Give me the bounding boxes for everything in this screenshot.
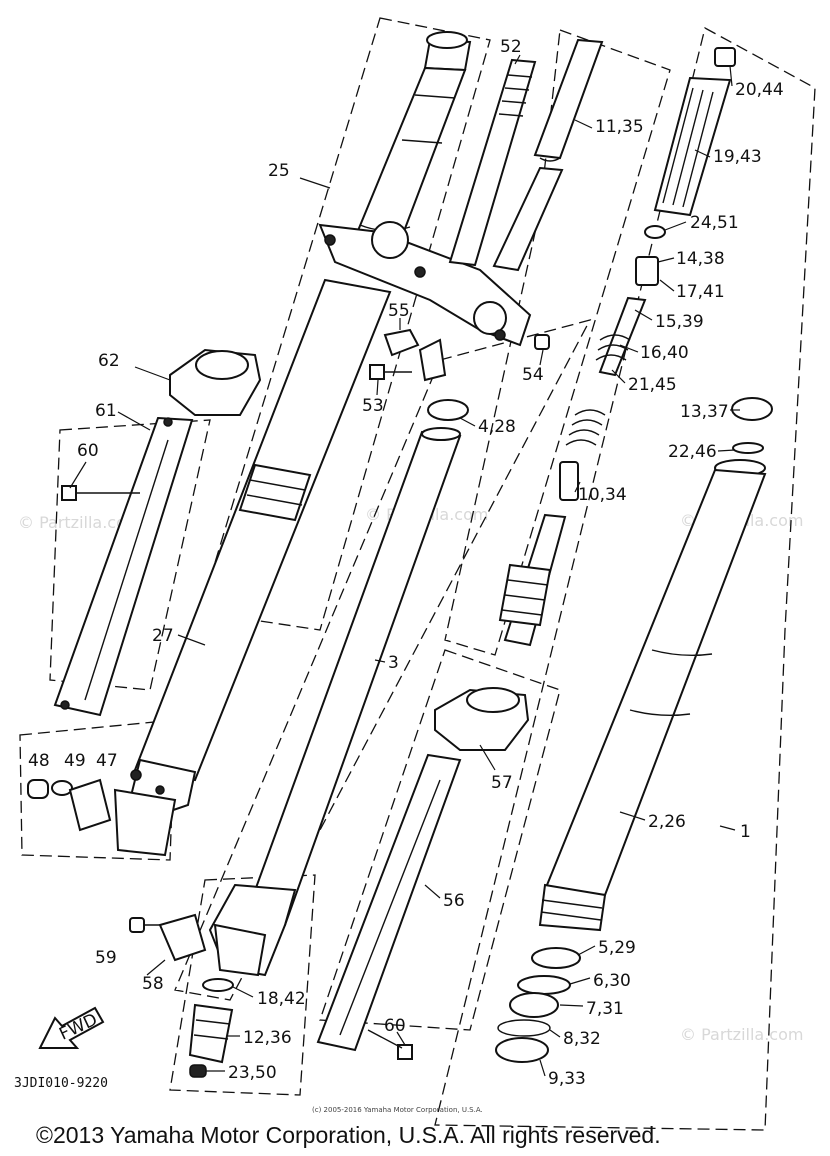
part-label: 16,40 xyxy=(640,343,689,363)
part-label: 6,30 xyxy=(593,971,631,991)
right-fork-assembly-outline xyxy=(434,27,816,1131)
fasteners xyxy=(27,328,550,1078)
part-label: 13,37 xyxy=(680,402,729,422)
part-label: 55 xyxy=(388,301,410,321)
leader-lines xyxy=(69,54,740,1077)
clamp-62 xyxy=(169,348,262,416)
fork-spring-19 xyxy=(653,47,736,217)
part-label: 52 xyxy=(500,37,522,57)
upper-bracket xyxy=(318,221,532,347)
part-label: 57 xyxy=(491,773,513,793)
damper-parts-right xyxy=(498,225,666,647)
outer-tube-25 xyxy=(348,31,472,257)
part-label: 53 xyxy=(362,396,384,416)
part-label: 15,39 xyxy=(655,312,704,332)
part-label: 9,33 xyxy=(548,1069,586,1089)
part-label: 60 xyxy=(384,1016,406,1036)
caliper-assembly-outline xyxy=(19,719,176,861)
fwd-arrow: FWD xyxy=(38,1006,105,1049)
part-label: 1 xyxy=(740,822,751,842)
copyright-notice: ©2013 Yamaha Motor Corporation, U.S.A. A… xyxy=(36,1122,661,1148)
part-label: 24,51 xyxy=(690,213,739,233)
part-label: 23,50 xyxy=(228,1063,277,1083)
part-label: 12,36 xyxy=(243,1028,292,1048)
clamp-57 xyxy=(434,687,530,751)
fine-print: (c) 2005-2016 Yamaha Motor Corporation, … xyxy=(312,1106,483,1114)
fork-tube-3 xyxy=(208,427,462,977)
part-label: 47 xyxy=(96,751,118,771)
part-label: 7,31 xyxy=(586,999,624,1019)
part-label: 54 xyxy=(522,365,544,385)
fork-boot-assembly-outline xyxy=(174,318,592,1001)
part-label: 61 xyxy=(95,401,117,421)
part-label: 60 xyxy=(77,441,99,461)
part-label: 62 xyxy=(98,351,120,371)
part-label: 10,34 xyxy=(578,485,627,505)
guard-56 xyxy=(316,753,462,1052)
part-label: 22,46 xyxy=(668,442,717,462)
guard-assembly-outline-right xyxy=(319,649,561,1031)
inner-tube-27 xyxy=(113,278,392,857)
watermark-left: © Partzilla.com xyxy=(18,513,141,532)
watermark-bottom-right: © Partzilla.com xyxy=(680,1025,803,1044)
part-label: 21,45 xyxy=(628,375,677,395)
diagram-code: 3JDI010-9220 xyxy=(14,1076,108,1091)
part-label: 20,44 xyxy=(735,80,784,100)
outer-fork-1 xyxy=(538,397,773,932)
part-label: 11,35 xyxy=(595,117,644,137)
part-label: 58 xyxy=(142,974,164,994)
part-label: 49 xyxy=(64,751,86,771)
part-label: 56 xyxy=(443,891,465,911)
part-label: 59 xyxy=(95,948,117,968)
part-label: 18,42 xyxy=(257,989,306,1009)
part-label: 25 xyxy=(268,161,290,181)
part-label: 14,38 xyxy=(676,249,725,269)
fork-spring-11 xyxy=(492,38,604,272)
part-label: 2,26 xyxy=(648,812,686,832)
part-label: 48 xyxy=(28,751,50,771)
part-label: 19,43 xyxy=(713,147,762,167)
part-label: 8,32 xyxy=(563,1029,601,1049)
part-label: 17,41 xyxy=(676,282,725,302)
fwd-label: FWD xyxy=(56,1010,100,1045)
part-label: 4,28 xyxy=(478,417,516,437)
part-label: 5,29 xyxy=(598,938,636,958)
damper-rod-52 xyxy=(448,58,537,267)
part-labels: 52 11,35 20,44 19,43 25 24,51 14,38 17,4… xyxy=(28,37,784,1089)
seal-stack xyxy=(495,947,581,1063)
guard-61 xyxy=(53,416,194,717)
part-label: 27 xyxy=(152,626,174,646)
part-label: 3 xyxy=(388,653,399,673)
